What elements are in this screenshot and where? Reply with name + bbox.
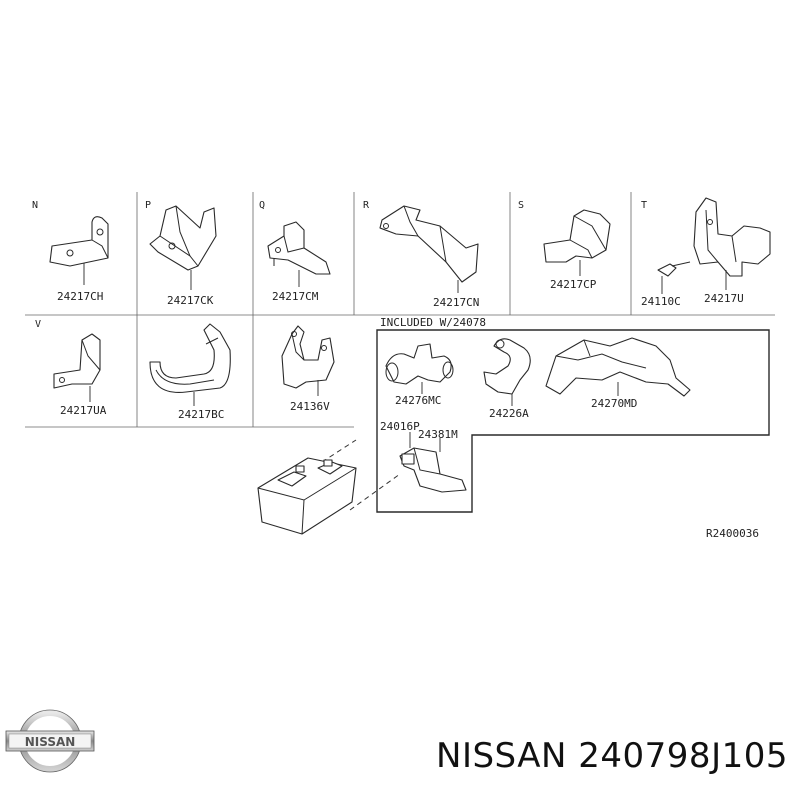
bracket-v1 [53,333,101,402]
section-label-t: T [641,200,647,211]
section-label-s: S [518,200,524,211]
bracket-s [543,209,611,276]
part-label-inc3: 24270MD [591,397,637,410]
bracket-t [657,197,771,294]
bracket-n [49,216,109,285]
part-label-p: 24217CK [167,294,214,307]
section-label-q: Q [259,200,265,211]
grid-lines [25,192,775,428]
bracket-v2 [149,323,231,406]
bracket-r [379,205,479,293]
bracket-q [267,221,331,287]
part-label-n: 24217CH [57,290,103,303]
part-terminal [399,432,467,493]
battery [257,457,357,535]
included-box [376,329,770,513]
section-label-r: R [363,200,370,211]
included-note: INCLUDED W/24078 [380,316,486,329]
nissan-logo: NISSAN [5,709,95,773]
part-label-inc1: 24276MC [395,394,441,407]
section-label-n: N [32,200,38,211]
part-label-v1: 24217UA [60,404,107,417]
part-label-v2: 24217BC [178,408,224,421]
part-y-connector [385,343,454,394]
brand-part-number: NISSAN 240798J105 [436,736,788,776]
part-label-v3: 24136V [290,400,330,413]
part-label-inc5: 24381M [418,428,458,441]
part-label-q: 24217CM [272,290,319,303]
section-label-v: V [35,319,41,330]
ref-code: R2400036 [706,527,759,540]
part-label-t: 24217U [704,292,744,305]
part-clip [483,338,531,406]
part-label-inc4: 24016P [380,420,420,433]
part-label-s: 24217CP [550,278,597,291]
section-label-p: P [145,200,151,211]
logo-text: NISSAN [25,735,76,749]
part-label-r: 24217CN [433,296,479,309]
bracket-p [149,205,217,290]
part-label-t-bolt: 24110C [641,295,681,308]
part-cover [545,337,691,397]
bracket-v3 [281,325,335,396]
part-label-inc2: 24226A [489,407,529,420]
